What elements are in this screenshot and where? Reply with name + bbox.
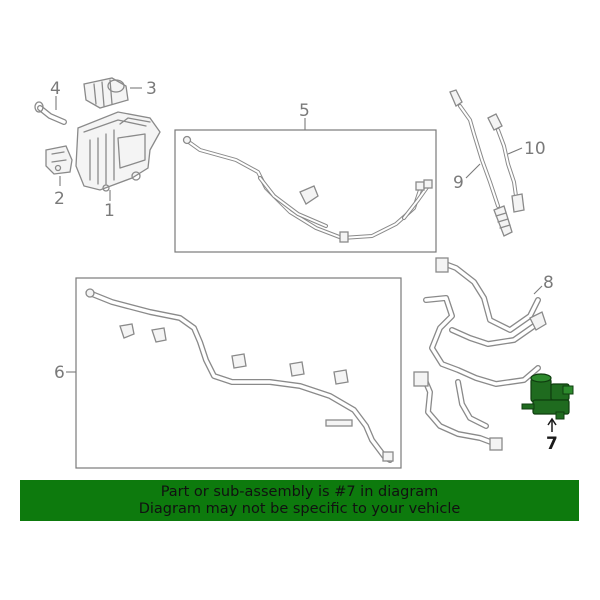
part-notice-banner: Part or sub-assembly is #7 in diagram Di… bbox=[20, 480, 579, 521]
part-6-frame bbox=[75, 277, 402, 469]
callout-1: 1 bbox=[104, 201, 115, 221]
part-5-harness bbox=[182, 135, 433, 243]
leader-8 bbox=[533, 285, 543, 295]
part-7-solenoid bbox=[521, 373, 574, 420]
part-1-housing bbox=[75, 111, 161, 192]
callout-8: 8 bbox=[543, 273, 554, 293]
part-10-sensor bbox=[487, 113, 525, 213]
part-6-hose bbox=[85, 288, 394, 463]
part-2-bracket bbox=[45, 145, 73, 175]
callout-7: 7 bbox=[546, 434, 558, 454]
leader-10 bbox=[507, 147, 523, 155]
leader-9 bbox=[465, 163, 481, 179]
callout-2: 2 bbox=[54, 189, 65, 209]
leader-7-arrow bbox=[547, 417, 557, 426]
banner-line-2: Diagram may not be specific to your vehi… bbox=[138, 500, 461, 517]
callout-5: 5 bbox=[299, 101, 310, 121]
callout-6: 6 bbox=[54, 363, 65, 383]
callout-4: 4 bbox=[50, 79, 61, 99]
part-8-hose-assembly bbox=[413, 257, 547, 451]
banner-line-1: Part or sub-assembly is #7 in diagram bbox=[160, 483, 439, 500]
part-9-sensor bbox=[449, 89, 513, 237]
part-3-filter bbox=[83, 77, 129, 109]
part-4-elbow bbox=[34, 101, 67, 125]
callout-3: 3 bbox=[146, 79, 157, 99]
callout-9: 9 bbox=[453, 173, 464, 193]
callout-10: 10 bbox=[524, 139, 546, 159]
